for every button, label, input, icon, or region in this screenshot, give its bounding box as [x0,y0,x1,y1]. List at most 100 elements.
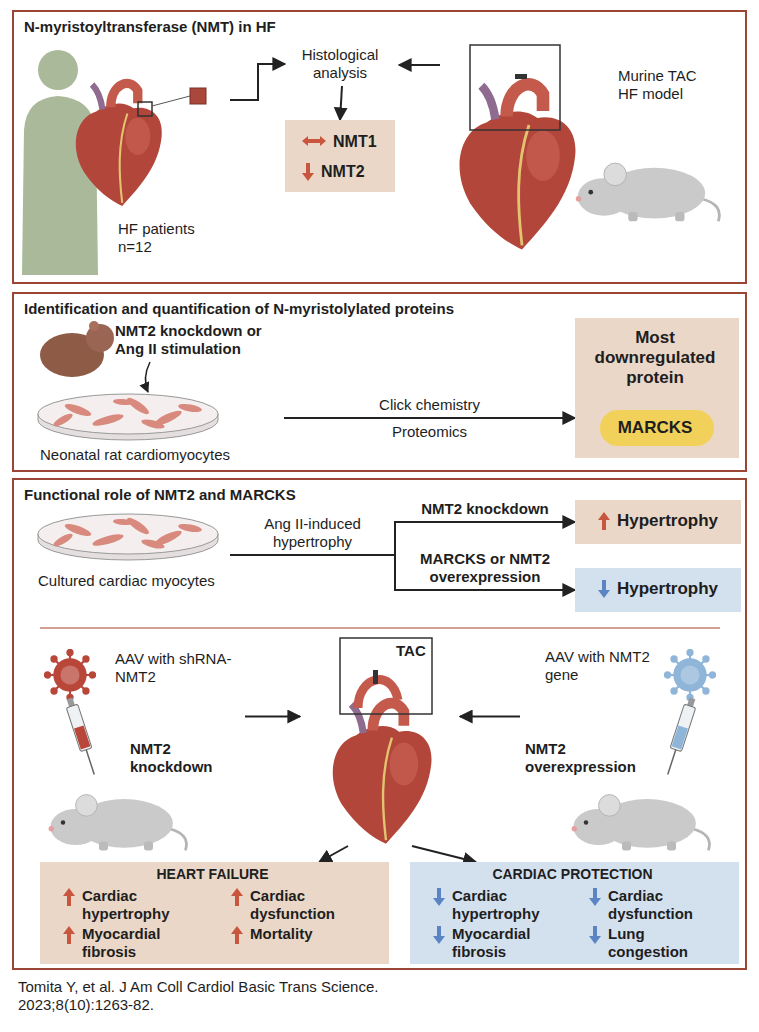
patient-figure [138,102,152,116]
effect-text: Myocardial fibrosis [82,925,202,961]
icon-item: Hypertrophy [597,579,737,599]
icon-item: NMT2 [301,162,381,182]
group-label: Murine TAC HF model [618,67,713,103]
connector-arrow [245,716,300,718]
icon-item: Cardiac hypertrophy [62,887,202,923]
edge-label: Click chemistry [345,396,515,414]
aav-group: AAV with shRNA-NMT2NMT2 knockdown [30,640,245,855]
effect-text: Cardiac hypertrophy [452,887,572,923]
mouse-heart-figure [460,45,720,250]
change-arrow [597,511,611,531]
tac-heart-figure [333,703,432,844]
outcome-box: HEART FAILURE Cardiac hypertrophy Cardiac … [40,862,389,964]
rat-pup [145,362,150,392]
vector-label: AAV with shRNA-NMT2 [115,650,235,686]
change-arrow [231,926,243,944]
aav-knockdown-figure [66,704,92,751]
change-arrow [62,887,76,907]
vector-label: AAV with NMT2 gene [545,648,650,684]
aav-knockdown-figure [86,750,94,775]
result-text: NMT1 [333,132,393,151]
change-arrow [588,887,602,907]
connector-arrow [340,86,342,120]
culture-dish-figure [38,394,218,440]
icon-item: Cardiac dysfunction [230,887,370,923]
change-arrow [597,579,611,599]
edge-label: NMT2 knockdown [410,500,560,518]
patient-group: HF patients n=12 [20,50,230,275]
change-arrow [230,925,244,945]
patient-figure [190,88,206,104]
effect-text: Lung congestion [608,925,728,961]
section-panel: Identification and quantification of N-m… [12,292,747,472]
icon-item: NMT1 [301,132,393,151]
group-label: HF patients n=12 [118,220,213,256]
outcome-box: Hypertrophy [575,568,741,612]
change-arrow [589,888,601,906]
change-arrow [433,926,445,944]
patient-figure [76,83,162,206]
process-label: Histological analysis [285,42,399,86]
annotation-label: Ang II-induced hypertrophy [245,515,380,551]
icon-item: Lung congestion [588,925,728,961]
section-panel: Functional role of NMT2 and MARCKSCultur… [12,478,747,970]
mouse-heart-figure [460,84,576,249]
effect-text: Cardiac hypertrophy [82,887,202,923]
change-arrow [301,135,327,147]
panel-title: N-myristoyltransferase (NMT) in HF [24,18,724,36]
box-heading: HEART FAILURE [40,866,385,883]
change-arrow [231,888,243,906]
separator [40,627,720,629]
effect-text: Mortality [250,925,370,943]
aav-knockdown-figure [49,795,187,851]
tac-heart-figure [373,670,378,684]
mouse-heart-figure [470,45,560,130]
model-group: Murine TAC HF model [440,42,725,272]
dish-label: Neonatal rat cardiomyocytes [40,446,275,464]
effect-text: Cardiac dysfunction [250,887,370,923]
connector-arrow [399,64,440,66]
change-arrow [63,926,75,944]
aav-knockdown-figure [74,725,90,749]
edge-label: MARCKS or NMT2 overexpression [410,550,560,586]
result-box: NMT1NMT2 [285,120,395,192]
culture-dish: NMT2 knockdown or Ang II stimulationNeon… [30,316,284,468]
intervention-label: NMT2 knockdown [130,740,240,776]
connector-arrow [460,716,520,718]
box-heading: CARDIAC PROTECTION [410,866,735,883]
outcome-text: Hypertrophy [617,511,737,531]
change-arrow [302,136,326,146]
result-text: NMT2 [321,162,381,181]
culture-dish-figure [38,514,218,560]
icon-item: Cardiac hypertrophy [432,887,572,923]
outcome-box: Hypertrophy [575,500,741,544]
icon-item: Mortality [230,925,370,945]
change-arrow [62,925,76,945]
aav-overexpression-figure [665,650,715,700]
aav-knockdown-figure [64,697,100,777]
change-arrow [302,163,314,181]
mouse-heart-figure [515,74,527,79]
treatment-label: NMT2 knockdown or Ang II stimulation [115,322,280,358]
connector-arrow [412,846,476,862]
outcome-text: Hypertrophy [617,579,737,599]
aav-overexpression-figure [572,795,710,851]
result-box: Most downregulated proteinMARCKS [575,318,739,458]
icon-item: Myocardial fibrosis [432,925,572,961]
connector-arrow [319,846,348,862]
patient-figure [38,50,78,90]
connector-arrow [230,64,285,100]
patient-figure [152,96,190,106]
tac-heart: TAC [300,636,460,846]
outcome-box: CARDIAC PROTECTIONCardiac hypertrophyCar… [410,862,739,964]
aav-group: AAV with NMT2 geneNMT2 overexpression [520,640,735,855]
tac-heart-figure [333,638,432,844]
dish-label: Cultured cardiac myocytes [38,572,228,590]
aav-overexpression-figure [670,704,696,751]
annotation-label: Proteomics [365,423,495,441]
change-arrow [432,925,446,945]
process-label: Histological analysis [285,46,395,82]
rat-pup [89,321,99,331]
connector-arrow [284,417,575,419]
